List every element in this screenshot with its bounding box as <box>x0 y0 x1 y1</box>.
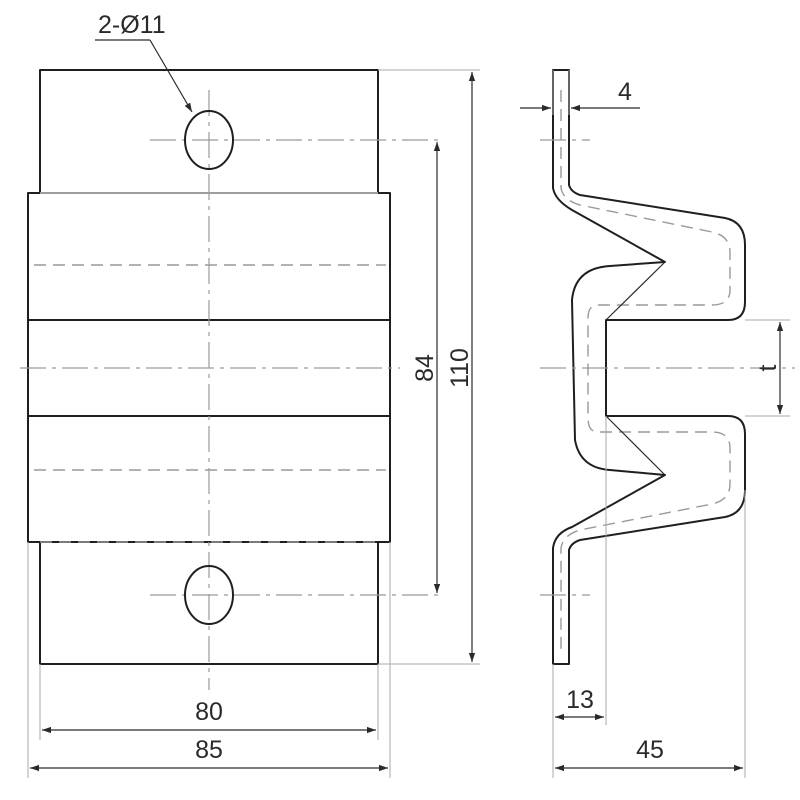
side-profile-outline <box>552 69 746 665</box>
upper-rubber-band <box>27 192 391 321</box>
notch-edge <box>605 415 666 476</box>
dimension-label-110: 110 <box>446 348 474 388</box>
front-view: 2-Ø11 110 84 80 85 <box>20 11 480 778</box>
dimension-label-13: 13 <box>566 686 594 714</box>
bottom-mounting-hole <box>184 565 234 625</box>
dimension-label-85: 85 <box>195 736 223 764</box>
hole-leader-line <box>149 39 193 113</box>
notch-edge <box>605 261 666 321</box>
dimension-label-84: 84 <box>411 354 439 382</box>
hole-callout-label: 2-Ø11 <box>98 11 166 39</box>
dimension-label-4: 4 <box>618 78 632 106</box>
side-profile-inner-contour <box>560 90 731 650</box>
dimension-label-45: 45 <box>636 736 664 764</box>
side-view: 4 t 13 45 <box>520 69 795 778</box>
dimension-label-80: 80 <box>195 698 223 726</box>
top-mounting-hole <box>184 110 234 170</box>
dimension-label-t: t <box>754 364 782 371</box>
